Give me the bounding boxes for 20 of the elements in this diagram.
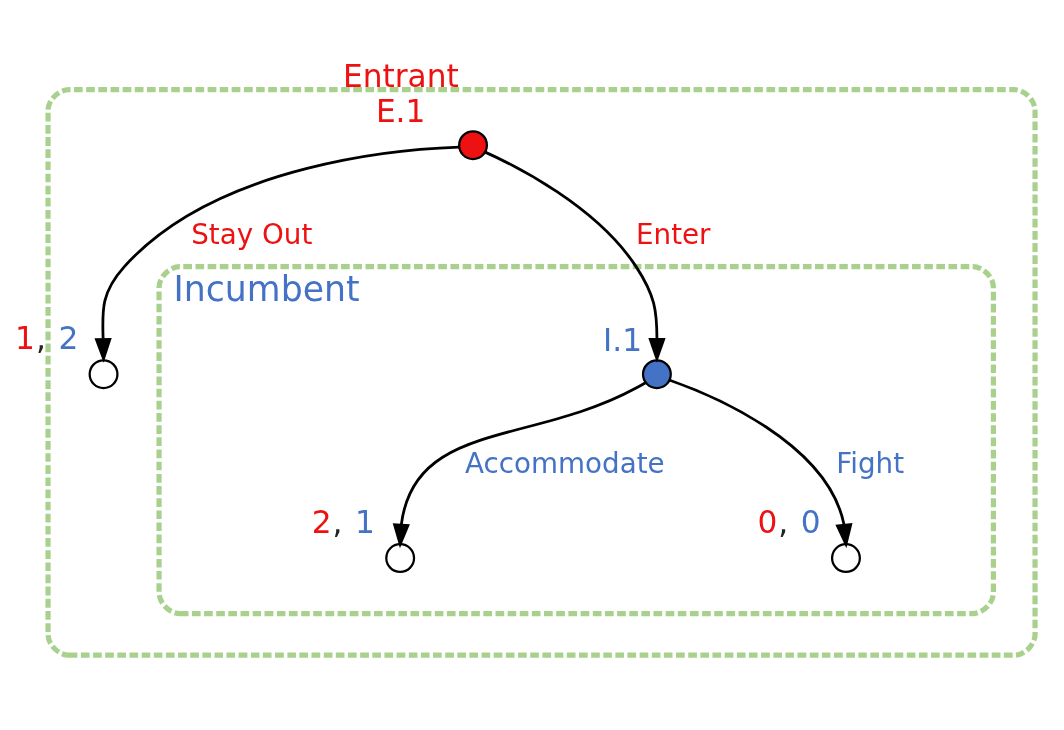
arrow [392,381,647,548]
node-label: E.1 [375,92,426,129]
arrow [669,378,853,548]
cluster [45,86,1038,658]
node-label: 1, 2 [15,319,79,356]
node-circle [458,129,489,160]
node-circle [385,542,416,573]
edge-label: Accommodate [465,446,665,480]
node-circle [830,542,861,573]
node-label: Entrant [342,57,459,94]
node-circle [88,358,119,389]
edge-label: Enter [636,217,711,251]
node-label: I.1 [603,321,643,358]
arrow [94,145,460,363]
edge-label: Stay Out [191,217,313,251]
arrow [484,150,666,363]
node-label: 0, 0 [757,503,821,540]
node-label: 2, 1 [311,503,375,540]
edge-label: Fight [836,446,905,480]
node-circle [641,358,672,389]
